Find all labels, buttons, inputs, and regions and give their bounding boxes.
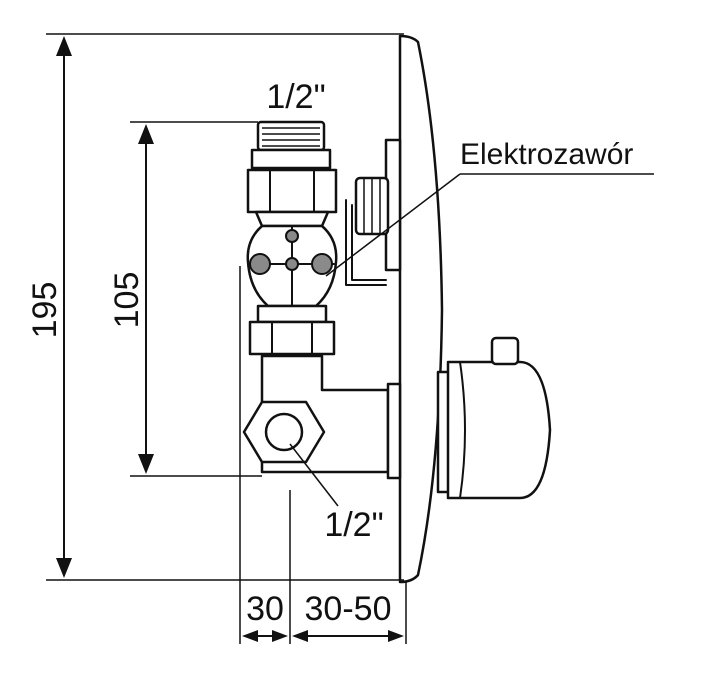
valve-body — [246, 224, 338, 308]
thread-top-label: 1/2" — [266, 78, 325, 116]
dimension-105 — [130, 121, 262, 477]
solenoid-valve-label: Elektrozawór — [460, 138, 633, 171]
thermostat-handle — [436, 336, 552, 500]
solenoid-leader-diagonal — [325, 173, 461, 277]
dimension-30-label: 30 — [246, 590, 284, 628]
dimension-195-label: 195 — [26, 282, 64, 339]
thread-bottom-leader — [289, 443, 339, 507]
solenoid-connector — [345, 138, 402, 286]
thread-bottom-label: 1/2" — [324, 506, 383, 544]
lower-nut — [248, 304, 336, 356]
cover-plate — [398, 34, 444, 584]
dimension-30-50-label: 30-50 — [305, 590, 392, 628]
dimension-195 — [46, 33, 404, 581]
dimension-bottom — [239, 266, 407, 644]
top-thread-fitting — [246, 120, 338, 228]
elbow-body — [242, 354, 402, 480]
dimension-105-label: 105 — [108, 272, 146, 329]
